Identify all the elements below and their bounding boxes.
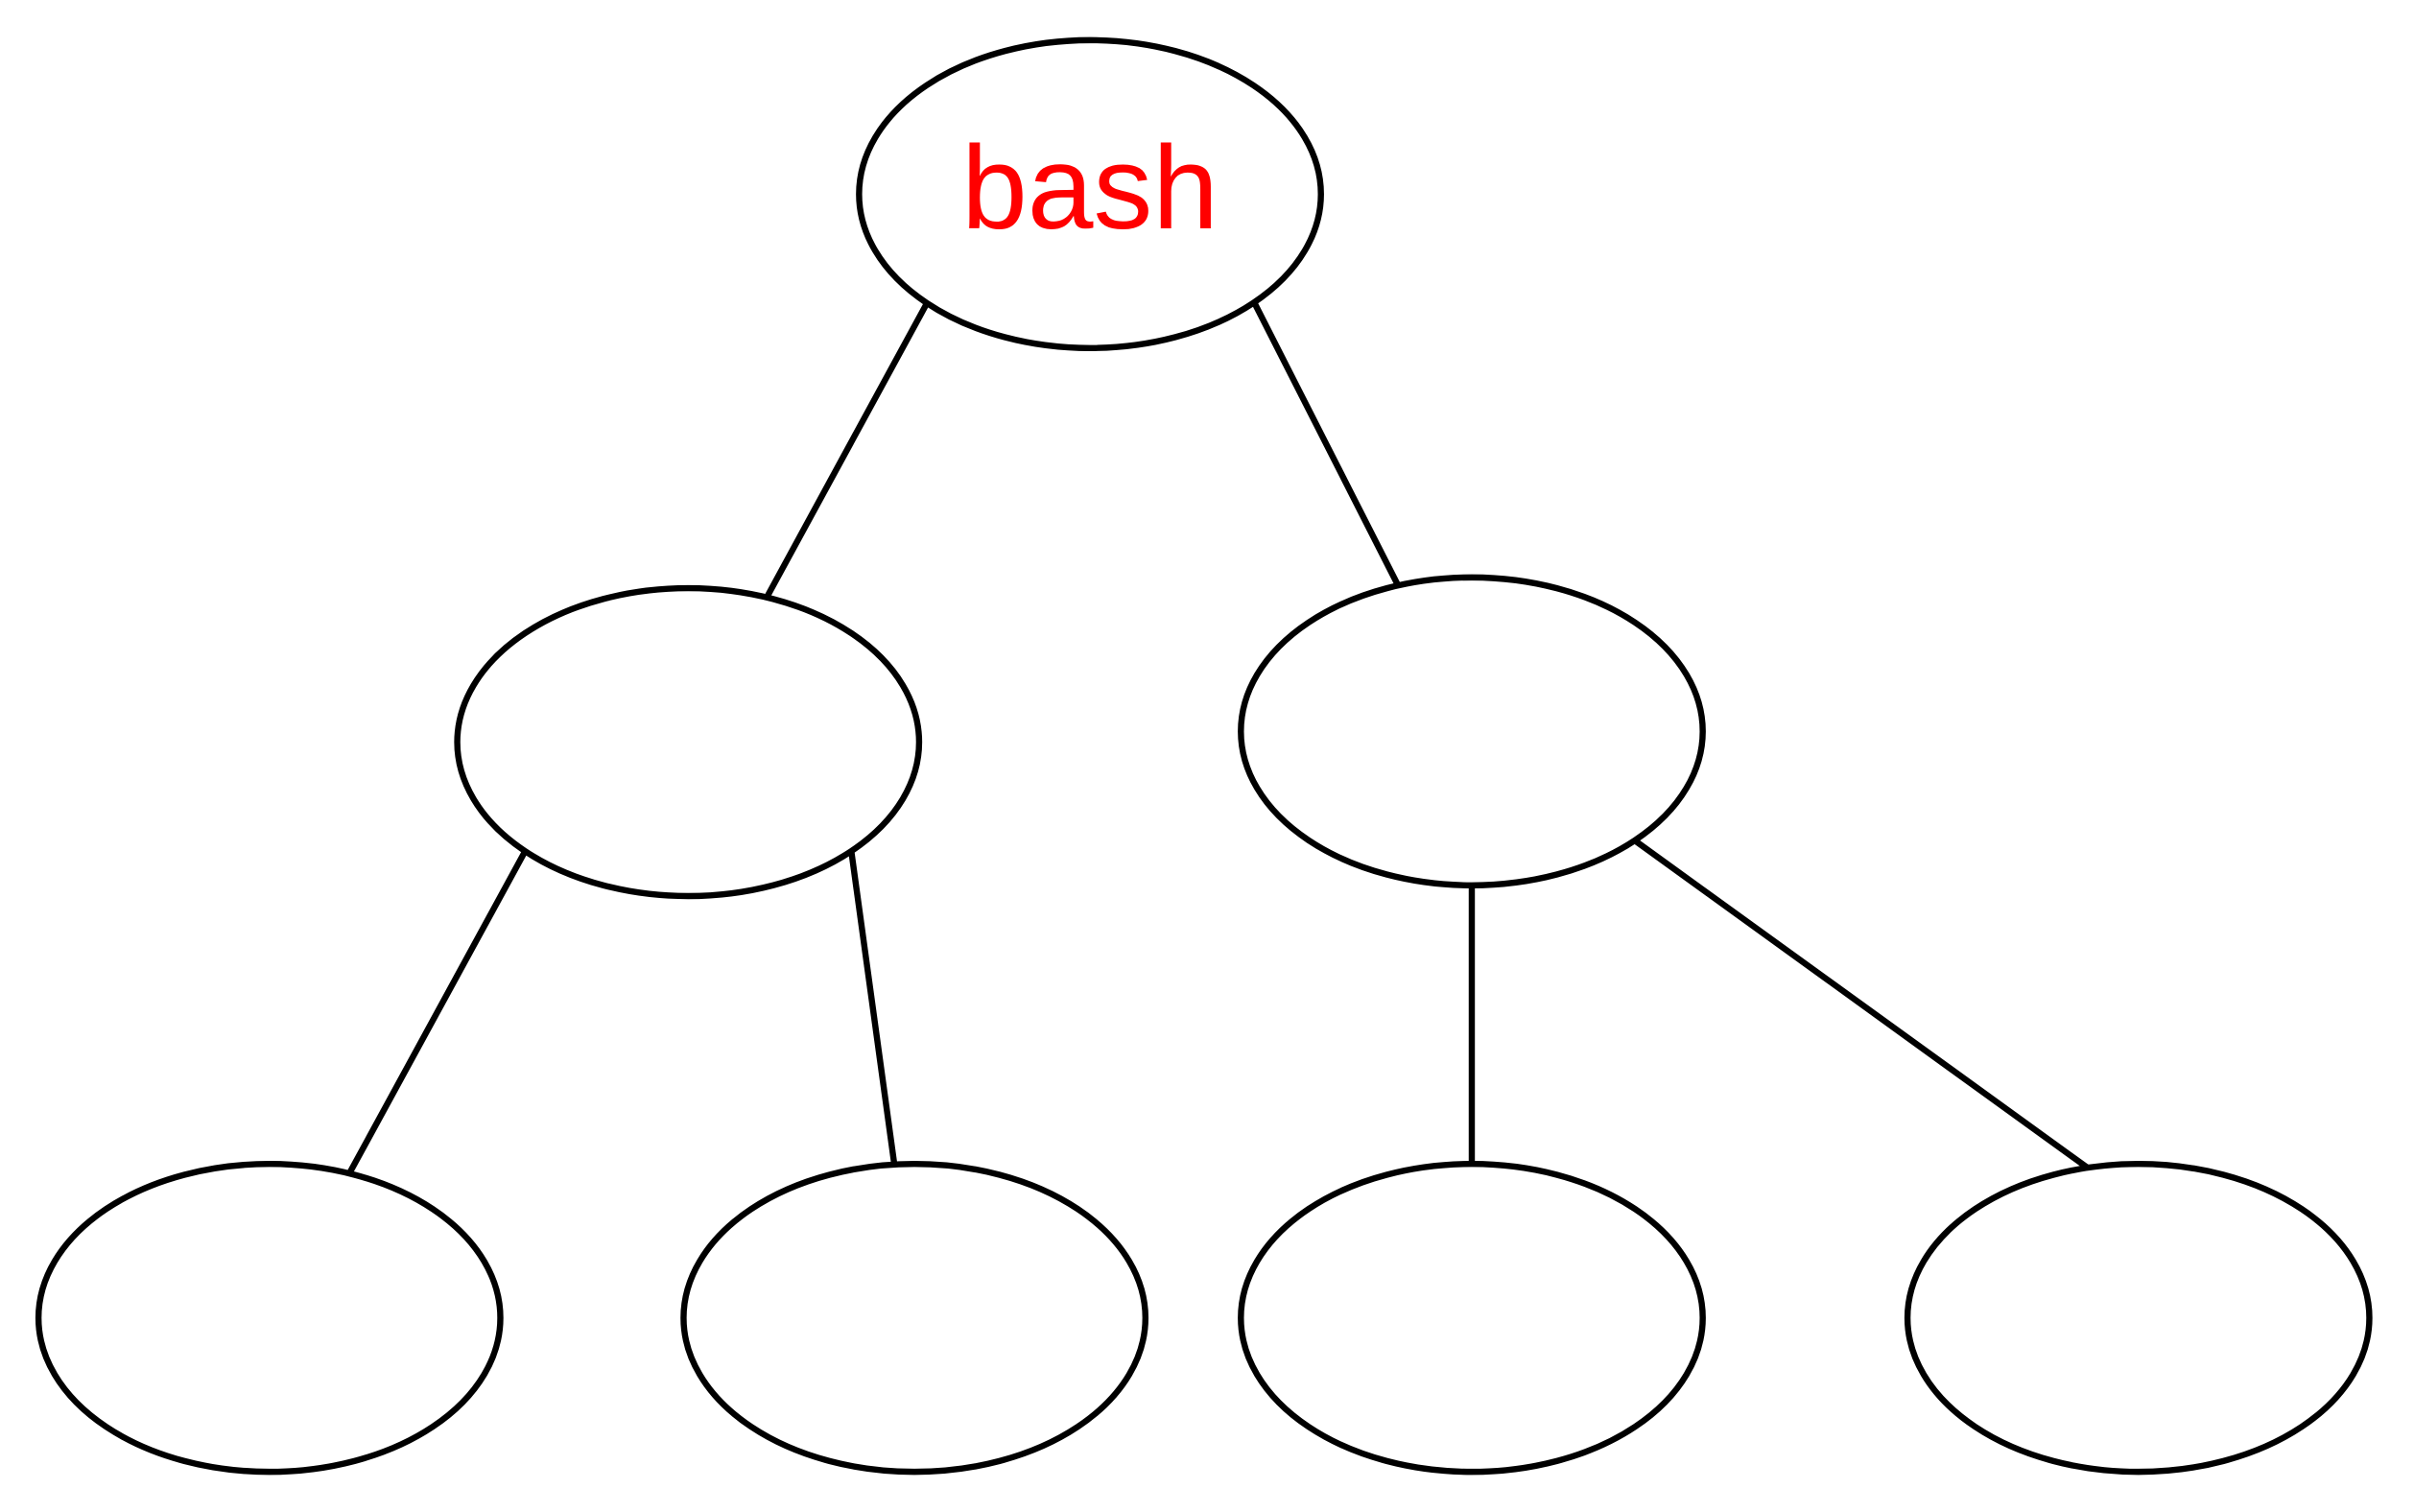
node-ellipse [856,36,1324,351]
edge-root-to-left [764,301,930,600]
node-ellipse [454,584,923,900]
tree-node-leaf-1 [35,1161,504,1476]
tree-node-leaf-3 [1238,1161,1706,1476]
tree-node-right [1238,574,1706,888]
node-ellipse [1238,1161,1706,1476]
node-ellipse [35,1161,504,1476]
tree-node-leaf-4 [1904,1161,2373,1476]
edge-right-to-leaf-4 [1633,838,2104,1181]
edge-left-to-leaf-1 [346,849,528,1175]
tree-node-root: bash [856,36,1324,351]
node-ellipse [1904,1161,2373,1476]
tree-node-left [454,584,923,900]
node-label-root: bash [961,122,1219,254]
tree-node-leaf-2 [680,1161,1149,1476]
node-ellipse [680,1161,1149,1476]
node-ellipse [1238,574,1706,888]
edge-left-to-leaf-2 [848,851,898,1167]
edge-root-to-right [1251,301,1401,587]
